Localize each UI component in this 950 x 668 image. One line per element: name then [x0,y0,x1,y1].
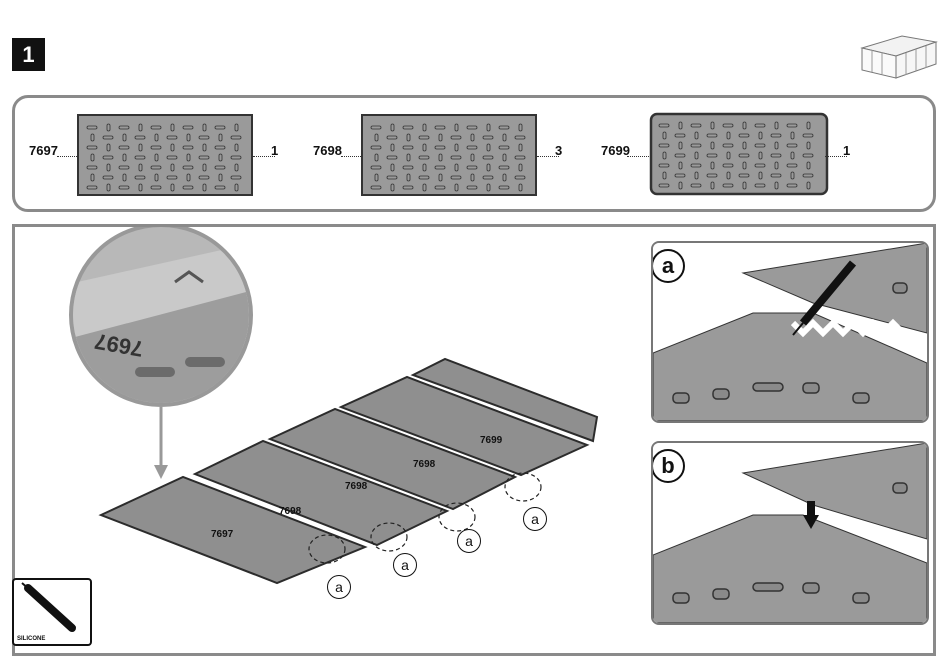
panel-label: 7697 [211,529,234,540]
panel-label: 7699 [480,435,503,446]
part-code: 7698 [313,143,342,158]
detail-a: a [651,241,929,423]
part-code: 7697 [29,143,58,158]
silicone-tool-box: SILICONE [12,578,92,646]
leader-line [341,156,363,157]
assembly-panel: 7697 7697 7698 7698 7698 7699 [12,224,936,656]
detail-a-illustration [653,243,927,421]
panel-label: 7698 [279,506,302,517]
panel-label: 7698 [345,481,368,492]
part-7699: 7699 1 [595,98,895,215]
panel-label: 7698 [413,459,436,470]
part-qty: 3 [555,143,562,158]
part-qty: 1 [843,143,850,158]
shed-icon [858,34,938,80]
callout-a: a [393,553,417,577]
detail-b: b [651,441,929,625]
floor-panel-7697-image [77,114,253,196]
floor-panel-7699-image [649,112,829,196]
parts-list: 7697 1 7698 3 7699 1 [12,95,936,212]
silicone-label: SILICONE [17,636,45,642]
floor-panel-7698-image [361,114,537,196]
detail-a-label: a [651,249,685,283]
part-code: 7699 [601,143,630,158]
leader-line [57,156,79,157]
callout-a: a [523,507,547,531]
detail-b-label: b [651,449,685,483]
callout-a: a [327,575,351,599]
silicone-tube-icon [14,580,90,636]
part-qty: 1 [271,143,278,158]
leader-line [627,156,649,157]
step-number: 1 [12,38,45,71]
callout-a: a [457,529,481,553]
detail-b-illustration [653,443,927,623]
part-7697: 7697 1 [15,98,315,215]
part-7698: 7698 3 [305,98,605,215]
